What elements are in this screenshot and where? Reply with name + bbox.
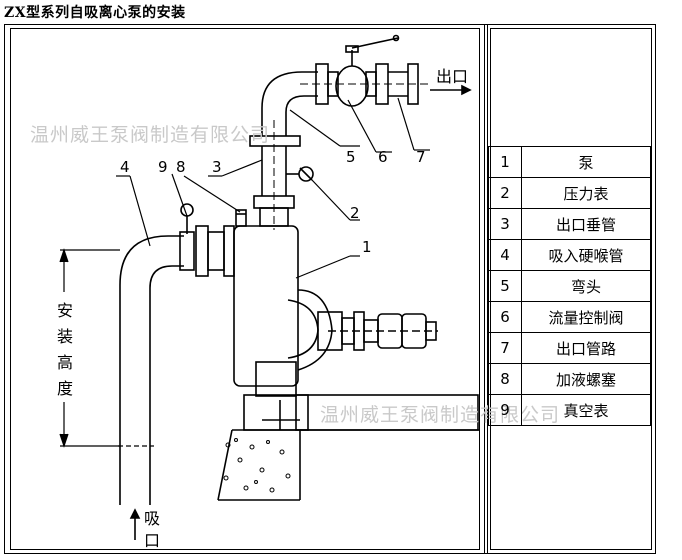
suction-arrow (129, 508, 141, 540)
legend-number: 5 (488, 270, 522, 302)
legend-part-name: 流量控制阀 (521, 301, 651, 333)
legend-part-name: 出口垂管 (521, 208, 651, 240)
outlet-pipe (300, 63, 430, 105)
callout-1: 1 (362, 238, 372, 256)
callout-3: 3 (212, 158, 222, 176)
installation-height-label: 安装高度 (56, 301, 73, 398)
page-title: ZX型系列自吸离心泵的安装 (4, 5, 186, 21)
legend-number: 7 (488, 332, 522, 364)
pump-body (233, 209, 438, 397)
outlet-label: 出口 (436, 67, 468, 86)
foundation (217, 394, 480, 501)
callout-9: 9 (158, 158, 168, 176)
panel-divider (484, 24, 488, 554)
suction-label: 吸口 (143, 509, 160, 550)
legend-part-name: 泵 (521, 146, 651, 178)
legend-part-name: 出口管路 (521, 332, 651, 364)
legend-number: 2 (488, 177, 522, 209)
pressure-gauge (286, 166, 314, 182)
callout-5: 5 (346, 148, 356, 166)
outlet-arrow (430, 84, 472, 96)
legend-number: 6 (488, 301, 522, 333)
callout-4: 4 (120, 158, 130, 176)
legend-number: 8 (488, 363, 522, 395)
callout-2: 2 (350, 204, 360, 222)
legend-number: 9 (488, 394, 522, 426)
legend-part-name: 真空表 (521, 394, 651, 426)
callout-7: 7 (416, 148, 426, 166)
suction-pipe (119, 225, 235, 505)
legend-part-name: 弯头 (521, 270, 651, 302)
legend-part-name: 加液螺塞 (521, 363, 651, 395)
outer-frame (4, 24, 656, 554)
watermark-top: 温州威王泵阀制造有限公司 (30, 124, 271, 146)
callout-8: 8 (176, 158, 186, 176)
height-dimension (59, 248, 154, 448)
vacuum-gauge (180, 203, 194, 234)
callout-6: 6 (378, 148, 388, 166)
outlet-vertical-pipe (249, 120, 301, 230)
legend-number: 3 (488, 208, 522, 240)
flow-valve (315, 34, 400, 107)
drawing-panel (10, 28, 480, 550)
elbow (261, 71, 318, 136)
legend-part-name: 压力表 (521, 177, 651, 209)
legend-number: 4 (488, 239, 522, 271)
legend-number: 1 (488, 146, 522, 178)
leader-lines (116, 97, 430, 279)
legend-part-name: 吸入硬喉管 (521, 239, 651, 271)
